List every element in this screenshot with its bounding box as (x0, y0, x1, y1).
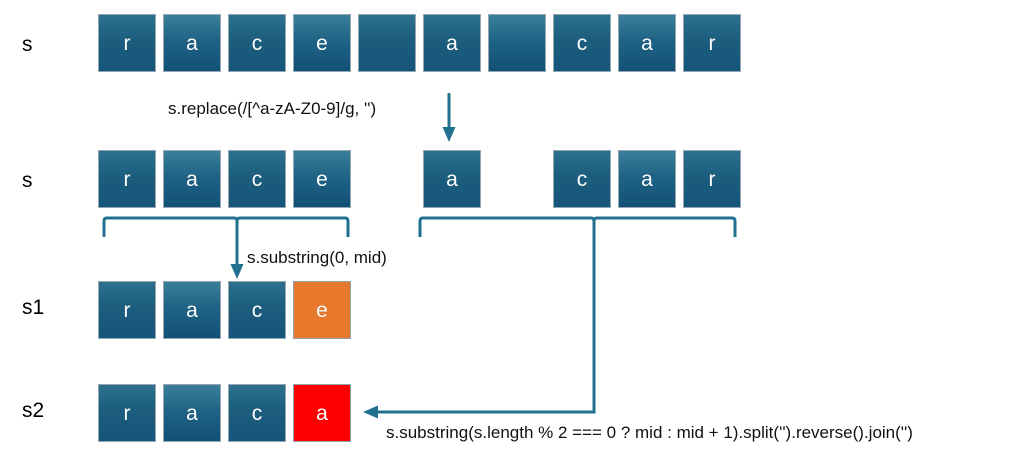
cell-s1-0: r (98, 281, 156, 339)
cell-s1-2: c (228, 281, 286, 339)
cell-s-cleaned-5: c (553, 150, 611, 208)
cell-s-cleaned-4: a (423, 150, 481, 208)
row-label-s-original: s (22, 33, 33, 56)
caption-substring-first-half: s.substring(0, mid) (247, 248, 387, 267)
cell-s-cleaned-2: c (228, 150, 286, 208)
row-label-s2: s2 (22, 399, 45, 422)
cell-s-original-3: e (293, 14, 351, 72)
cell-s-original-5: a (423, 14, 481, 72)
caption-substring-second-half-reversed: s.substring(s.length % 2 === 0 ? mid : m… (386, 423, 913, 442)
brace-second-half (418, 216, 737, 237)
cell-s2-1: a (163, 384, 221, 442)
row-label-s1: s1 (22, 296, 45, 319)
cell-s-original-0: r (98, 14, 156, 72)
cell-s2-0: r (98, 384, 156, 442)
cell-s-cleaned-0: r (98, 150, 156, 208)
cell-s-original-7: c (553, 14, 611, 72)
arrow-substring-second-half-reversed (363, 222, 596, 419)
cell-s-original-6-space (488, 14, 546, 72)
cell-s-original-2: c (228, 14, 286, 72)
brace-first-half (102, 216, 350, 237)
cell-s-original-1: a (163, 14, 221, 72)
caption-replace: s.replace(/[^a-zA-Z0-9]/g, '') (168, 99, 377, 118)
cell-s1-3-highlight: e (293, 281, 351, 339)
cell-s2-2: c (228, 384, 286, 442)
cell-s-cleaned-6: a (618, 150, 676, 208)
arrow-substring-first-half-down (230, 222, 244, 279)
cell-s-cleaned-3: e (293, 150, 351, 208)
row-label-s-cleaned: s (22, 169, 33, 192)
cell-s-original-4-space (358, 14, 416, 72)
cell-s2-3-highlight: a (293, 384, 351, 442)
cell-s-original-8: a (618, 14, 676, 72)
cell-s-original-9: r (683, 14, 741, 72)
arrow-replace-down (442, 93, 456, 142)
cell-s-cleaned-1: a (163, 150, 221, 208)
cell-s1-1: a (163, 281, 221, 339)
cell-s-cleaned-7: r (683, 150, 741, 208)
